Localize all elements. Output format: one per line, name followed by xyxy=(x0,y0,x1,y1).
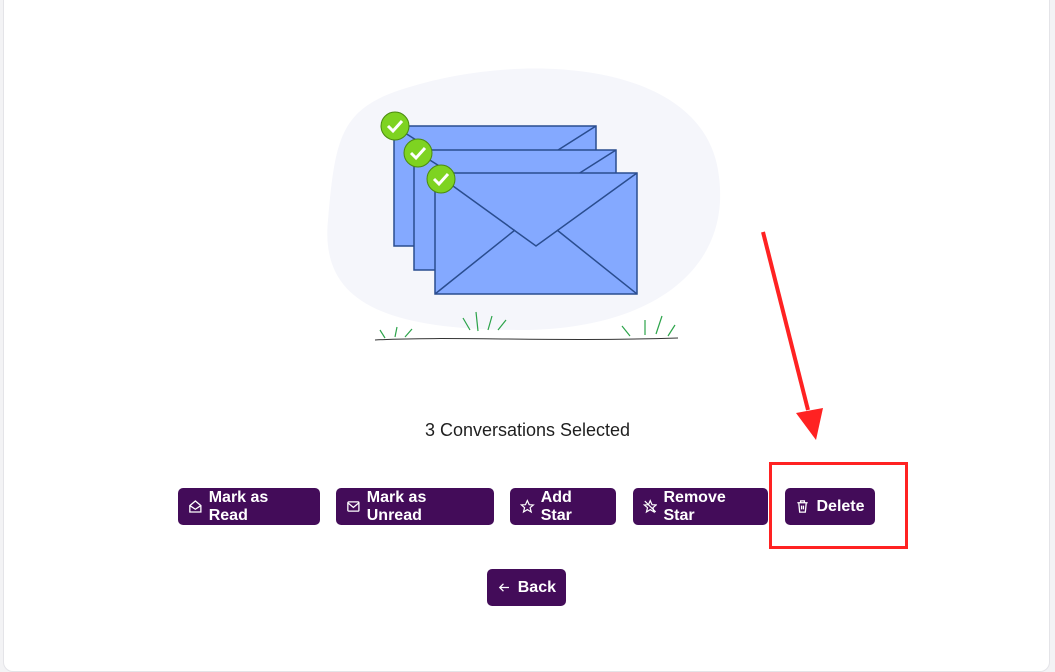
mark-as-read-label: Mark as Read xyxy=(208,488,269,524)
back-button[interactable]: Back xyxy=(487,569,566,606)
highlight-box-annotation xyxy=(769,462,908,549)
selection-count-title: 3 Conversations Selected xyxy=(424,420,631,440)
mark-as-unread-button[interactable]: Mark as Unread xyxy=(336,488,494,525)
add-star-button[interactable]: Add Star xyxy=(510,488,616,525)
mark-as-unread-label: Mark as Unread xyxy=(366,488,427,524)
trash-icon xyxy=(797,500,809,513)
star-icon xyxy=(520,499,535,514)
check-icon xyxy=(380,111,456,194)
back-label: Back xyxy=(517,578,556,596)
arrow-left-icon xyxy=(498,583,509,592)
remove-star-button[interactable]: Remove Star xyxy=(633,488,768,525)
delete-button[interactable]: Delete xyxy=(785,488,875,525)
envelope-open-icon xyxy=(189,500,202,513)
add-star-label: Add Star xyxy=(540,488,572,524)
selected-envelopes-illustration xyxy=(327,68,721,341)
envelope-icon xyxy=(347,501,360,512)
star-off-icon xyxy=(643,499,658,514)
delete-label: Delete xyxy=(816,497,865,515)
mark-as-read-button[interactable]: Mark as Read xyxy=(178,488,320,525)
remove-star-label: Remove Star xyxy=(663,488,726,524)
